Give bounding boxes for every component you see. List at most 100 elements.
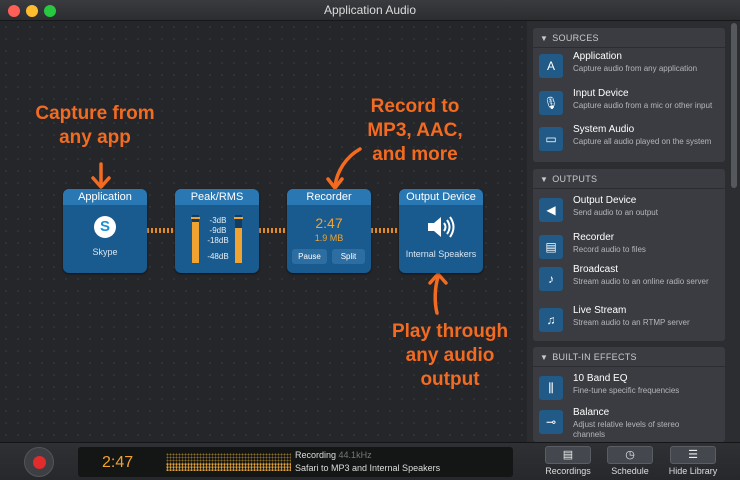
clock-icon: ◷ (607, 446, 653, 464)
sidebar-scrollbar[interactable] (731, 23, 737, 188)
item-desc: Adjust relative levels of stereo channel… (573, 420, 680, 439)
sample-rate: 44.1kHz (338, 450, 372, 460)
annotation-line: output (420, 369, 480, 390)
route-description: Safari to MP3 and Internal Speakers (295, 463, 441, 473)
block-title: Recorder (287, 189, 371, 205)
library-item-balance[interactable]: ⊸ Balance Adjust relative levels of ster… (539, 407, 721, 439)
hide-library-button[interactable]: ☰ Hide Library (662, 446, 724, 476)
peak-rms-block[interactable]: Peak/RMS -3dB -9dB -18dB -48dB (175, 189, 259, 273)
annotation-line: any app (59, 127, 131, 148)
application-block[interactable]: Application S Skype (63, 189, 147, 273)
annotation-record: Record to MP3, AAC, and more (355, 95, 475, 167)
library-item-live-stream[interactable]: ♫ Live Stream Stream audio to an RTMP se… (539, 305, 721, 337)
recorder-size: 1.9 MB (314, 233, 344, 243)
connection-wire (259, 228, 287, 233)
arrowhead-capture (91, 176, 111, 189)
section-title: SOURCES (552, 33, 599, 43)
title-bar: Application Audio (0, 0, 740, 21)
item-name: Output Device (573, 195, 637, 206)
chevron-down-icon: ▼ (540, 353, 549, 362)
arrowhead-record (326, 177, 344, 190)
status-text: Recording (295, 450, 337, 460)
recordings-button[interactable]: ▤ Recordings (540, 446, 596, 476)
speaker-icon: ◀ (539, 198, 563, 222)
item-name: 10 Band EQ (573, 373, 628, 384)
annotation-line: MP3, AAC, (367, 120, 463, 141)
library-item-10-band-eq[interactable]: ⫼ 10 Band EQ Fine-tune specific frequenc… (539, 373, 721, 405)
level-label: -3dB (209, 216, 227, 225)
item-name: Balance (573, 407, 610, 418)
item-desc: Stream audio to an online radio server (573, 277, 709, 286)
item-name: Broadcast (573, 264, 619, 275)
arrow-play (433, 275, 440, 315)
schedule-button[interactable]: ◷ Schedule (604, 446, 656, 476)
file-icon: ▤ (539, 235, 563, 259)
close-window-button[interactable] (8, 5, 20, 17)
item-name: System Audio (573, 124, 635, 135)
toolbar-label: Hide Library (668, 466, 718, 476)
annotation-capture: Capture from any app (30, 102, 160, 150)
item-desc: Send audio to an output (573, 208, 658, 217)
right-level-meter (234, 215, 243, 263)
mic-icon: 🎙 (539, 91, 563, 115)
zoom-window-button[interactable] (44, 5, 56, 17)
record-icon (33, 456, 46, 469)
left-level-meter (191, 215, 200, 263)
chevron-down-icon: ▼ (540, 34, 549, 43)
output-device-block[interactable]: Output Device Internal Speakers (399, 189, 483, 273)
elapsed-time: 2:47 (102, 454, 134, 471)
level-label: -18dB (207, 236, 229, 245)
library-item-system-audio[interactable]: ▭ System Audio Capture all audio played … (539, 124, 721, 156)
item-desc: Capture audio from any application (573, 64, 698, 73)
block-title: Application (63, 189, 147, 205)
library-item-input-device[interactable]: 🎙 Input Device Capture audio from a mic … (539, 88, 721, 120)
section-header[interactable]: ▼SOURCES (533, 28, 725, 48)
record-button[interactable] (24, 447, 54, 477)
level-visualizer (166, 453, 291, 471)
effects-section: ▼BUILT-IN EFFECTS ⫼ 10 Band EQ Fine-tune… (533, 347, 725, 442)
section-title: OUTPUTS (552, 174, 598, 184)
annotation-line: Record to (370, 96, 460, 117)
split-button[interactable]: Split (332, 249, 365, 264)
annotation-line: Capture from (35, 103, 155, 124)
item-desc: Fine-tune specific frequencies (573, 386, 680, 395)
recording-status: Recording 44.1kHz (295, 450, 372, 460)
library-item-broadcast[interactable]: ♪ Broadcast Stream audio to an online ra… (539, 264, 721, 296)
block-title: Peak/RMS (175, 189, 259, 205)
item-name: Live Stream (573, 305, 627, 316)
eq-icon: ⫼ (539, 376, 563, 400)
monitor-icon: ▭ (539, 127, 563, 151)
minimize-window-button[interactable] (26, 5, 38, 17)
block-label: Skype (92, 247, 118, 257)
connection-wire (147, 228, 175, 233)
recordings-icon: ▤ (545, 446, 591, 464)
level-label: -9dB (209, 226, 227, 235)
annotation-line: any audio (405, 345, 495, 366)
sources-section: ▼SOURCES A Application Capture audio fro… (533, 28, 725, 162)
library-item-output-device[interactable]: ◀ Output Device Send audio to an output (539, 195, 721, 227)
chevron-down-icon: ▼ (540, 175, 549, 184)
skype-icon: S (94, 216, 116, 238)
pause-button[interactable]: Pause (292, 249, 327, 264)
list-icon: ☰ (670, 446, 716, 464)
block-label: Internal Speakers (405, 249, 477, 259)
library-item-recorder[interactable]: ▤ Recorder Record audio to files (539, 232, 721, 264)
section-title: BUILT-IN EFFECTS (552, 352, 637, 362)
block-title: Output Device (399, 189, 483, 205)
recorder-block[interactable]: Recorder 2:47 1.9 MB Pause Split (287, 189, 371, 273)
section-header[interactable]: ▼BUILT-IN EFFECTS (533, 347, 725, 367)
library-item-application[interactable]: A Application Capture audio from any app… (539, 51, 721, 83)
window-title: Application Audio (323, 3, 417, 17)
item-name: Input Device (573, 88, 629, 99)
level-label: -48dB (207, 252, 229, 261)
arrowhead-play (428, 272, 448, 285)
annotation-line: and more (372, 144, 458, 165)
item-desc: Stream audio to an RTMP server (573, 318, 690, 327)
broadcast-icon: ♪ (539, 267, 563, 291)
stream-icon: ♫ (539, 308, 563, 332)
toolbar-label: Schedule (611, 466, 649, 476)
annotation-arrows (91, 147, 448, 315)
item-name: Application (573, 51, 622, 62)
item-name: Recorder (573, 232, 615, 243)
section-header[interactable]: ▼OUTPUTS (533, 169, 725, 189)
